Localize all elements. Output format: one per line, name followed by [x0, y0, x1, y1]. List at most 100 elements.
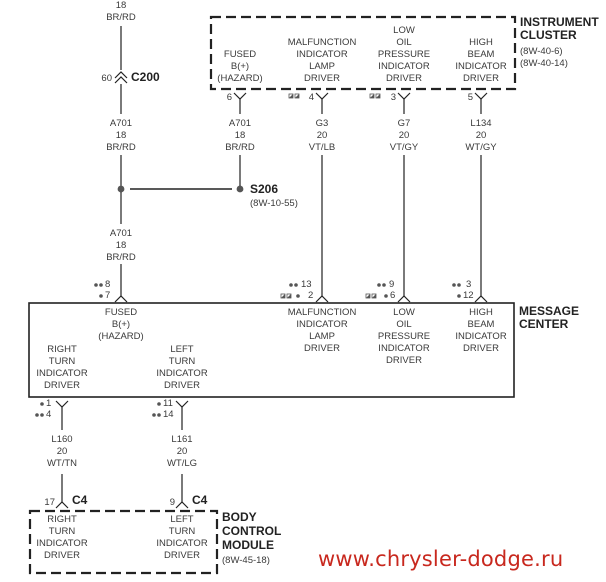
mc-pin-mil-b: 2 [308, 290, 314, 301]
top-wire-gauge: 18 [115, 0, 127, 11]
title-line: BODY [222, 510, 257, 524]
wire-color: VT/GY [389, 142, 419, 153]
ic-pin5-connector-icon [474, 92, 488, 100]
function-line: (HAZARD) [98, 331, 144, 342]
function-line: PRESSURE [377, 331, 431, 342]
wire-color: BR/RD [225, 142, 255, 153]
mc-function-oil: LOW OIL PRESSURE INDICATOR DRIVER [378, 307, 430, 367]
option-square-fills [281, 94, 380, 298]
circuit-id: A701 [228, 118, 252, 129]
wire-gauge: 20 [56, 446, 68, 457]
function-line: LEFT [170, 514, 194, 525]
title-line: MESSAGE [519, 304, 580, 318]
function-line: LEFT [170, 344, 194, 355]
splice-dot-left [117, 185, 125, 193]
function-line: INDICATOR [455, 331, 507, 342]
function-line: B(+) [111, 319, 131, 330]
c4-label-right: C4 [72, 493, 88, 507]
wire-l134-label: L134 20 WT/GY [465, 118, 496, 154]
ic-function-high-beam: HIGH BEAM INDICATOR DRIVER [455, 37, 506, 85]
function-line: DRIVER [304, 73, 340, 84]
function-line: FUSED [223, 49, 257, 60]
ic-pin6-connector-icon [233, 92, 247, 100]
wire-gauge: 18 [115, 130, 127, 141]
function-line: DRIVER [463, 73, 499, 84]
bcm-pin-right-turn: 17 [44, 497, 55, 508]
wire-a701-upper-label: A701 18 BR/RD [106, 118, 136, 154]
body-control-module-box [28, 509, 219, 575]
mc-function-high-beam: HIGH BEAM INDICATOR DRIVER [455, 307, 506, 355]
option-markers [35, 283, 461, 417]
title-line: MODULE [222, 538, 274, 552]
mc-pin-left-turn-a: 11 [163, 398, 173, 409]
wire-color: WT/TN [46, 458, 78, 469]
mc-function-fused: FUSED B(+) (HAZARD) [98, 307, 143, 343]
bcm-pin17-connector-icon [55, 501, 69, 509]
mc-pin-left-turn-b: 14 [163, 409, 174, 420]
ic-function-fused: FUSED B(+) (HAZARD) [217, 49, 262, 85]
function-line: BEAM [467, 49, 495, 60]
function-line: B(+) [230, 61, 250, 72]
mc-pin-oil-b: 6 [390, 290, 396, 301]
mc-pin-mil-a: 13 [301, 279, 312, 290]
function-line: INDICATOR [455, 61, 507, 72]
wire-color: WT/GY [465, 142, 497, 153]
mc-pin-oil-a: 9 [389, 279, 395, 290]
mc-pin7-connector-icon [114, 295, 128, 303]
top-wire-color: BR/RD [106, 12, 136, 23]
mc-pin-right-turn-a: 1 [46, 398, 52, 409]
function-line: DRIVER [386, 73, 422, 84]
wire-color: VT/LB [308, 142, 336, 153]
function-line: HIGH [469, 307, 493, 318]
bcm-function-right-turn: RIGHT TURN INDICATOR DRIVER [36, 514, 87, 562]
wire-gauge: 20 [176, 446, 188, 457]
function-line: INDICATOR [36, 368, 88, 379]
ref-line: (8W-40-6) [520, 46, 563, 57]
ref-line: (8W-40-14) [520, 58, 568, 69]
function-line: DRIVER [164, 550, 200, 561]
function-line: LAMP [309, 331, 335, 342]
function-line: INDICATOR [156, 538, 208, 549]
mc-pin-fused-a: 8 [105, 279, 111, 290]
instrument-cluster-refs: (8W-40-6) (8W-40-14) [520, 46, 568, 70]
circuit-id: A701 [109, 228, 133, 239]
wire-gauge: 18 [234, 130, 246, 141]
watermark: www.chrysler-dodge.ru [318, 547, 564, 571]
function-line: RIGHT [47, 514, 77, 525]
splice-dot-right [236, 185, 244, 193]
circuit-id: G7 [397, 118, 411, 129]
title-line: CLUSTER [520, 28, 577, 42]
instrument-cluster-title: INSTRUMENT CLUSTER [520, 16, 599, 42]
function-line: FUSED [104, 307, 138, 318]
body-control-module-title: BODY CONTROL MODULE [222, 510, 281, 552]
mc-pin-hb-b: 12 [463, 290, 474, 301]
circuit-id: L160 [51, 434, 73, 445]
instrument-cluster-box [209, 15, 517, 91]
mc-pin11-connector-icon [175, 400, 189, 408]
c4-label-left: C4 [192, 493, 208, 507]
function-line: LOW [393, 25, 415, 36]
wire-color: BR/RD [106, 252, 136, 263]
function-line: TURN [48, 356, 76, 367]
function-line: TURN [48, 526, 76, 537]
function-line: INDICATOR [378, 61, 430, 72]
function-line: RIGHT [47, 344, 77, 355]
ic-pin-fused: 6 [226, 92, 232, 103]
ic-pin4-connector-icon [315, 92, 329, 100]
top-wire-label: 18 BR/RD [106, 0, 136, 24]
mc-function-right-turn: RIGHT TURN INDICATOR DRIVER [36, 344, 87, 392]
wire-gauge: 20 [316, 130, 328, 141]
bcm-pin-left-turn: 9 [169, 497, 175, 508]
function-line: LOW [393, 307, 415, 318]
wire-color: BR/RD [106, 142, 136, 153]
message-center-title: MESSAGE CENTER [519, 305, 579, 331]
function-line: PRESSURE [377, 49, 431, 60]
wire-gauge: 18 [115, 240, 127, 251]
bcm-pin9-connector-icon [175, 501, 189, 509]
function-line: HIGH [469, 37, 493, 48]
function-line: INDICATOR [296, 49, 348, 60]
function-line: TURN [168, 356, 196, 367]
mc-pin-hb-a: 3 [466, 279, 472, 290]
function-line: TURN [168, 526, 196, 537]
wire-l161-label: L161 20 WT/LG [167, 434, 197, 470]
